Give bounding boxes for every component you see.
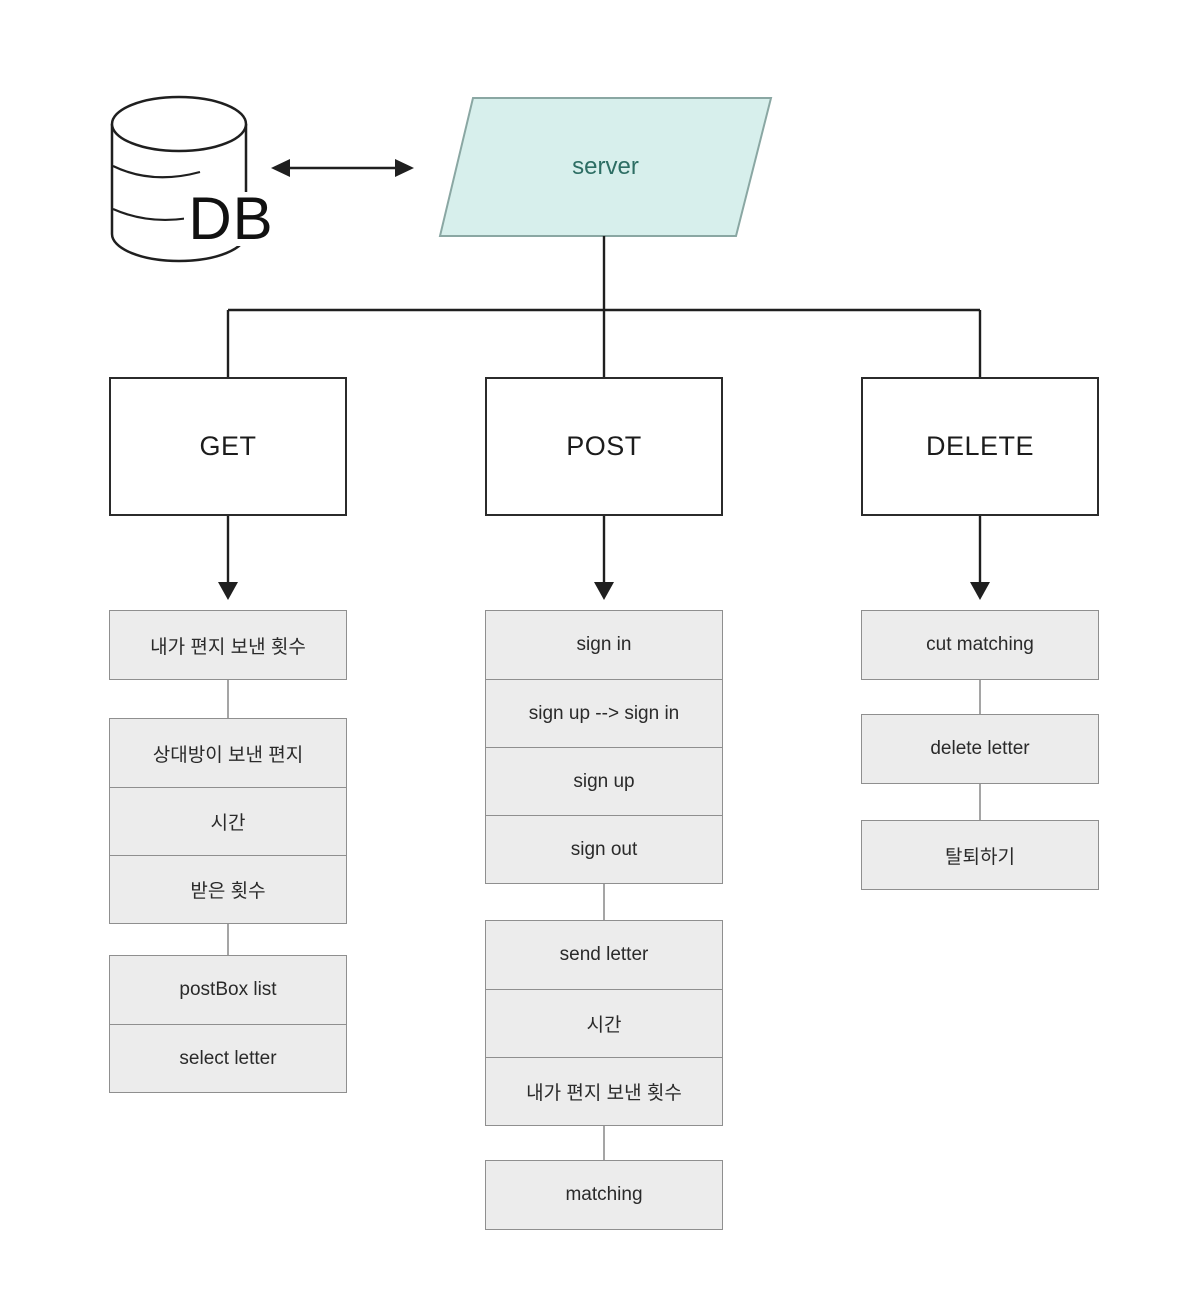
method-label-post: POST (566, 431, 642, 461)
bidirectional-arrow-icon (271, 159, 414, 177)
list-item: delete letter (930, 738, 1030, 759)
get-group-postbox: postBox list select letter (109, 955, 347, 1093)
post-group-auth: sign in sign up --> sign in sign up sign… (485, 610, 723, 884)
list-item: cut matching (926, 634, 1034, 655)
method-box-get: GET (109, 377, 347, 516)
get-group-sent-count: 내가 편지 보낸 횟수 (109, 610, 347, 680)
arrow-down-icon (594, 516, 614, 600)
server-label: server (572, 153, 639, 180)
list-item: sign out (486, 815, 722, 883)
delete-group-withdraw: 탈퇴하기 (861, 820, 1099, 890)
post-group-letter: send letter 시간 내가 편지 보낸 횟수 (485, 920, 723, 1126)
delete-group-delete-letter: delete letter (861, 714, 1099, 784)
list-item: sign up --> sign in (486, 679, 722, 747)
list-item: send letter (559, 944, 649, 965)
list-item: 내가 편지 보낸 횟수 (486, 1057, 722, 1125)
method-label-delete: DELETE (925, 431, 1035, 461)
list-item: 상대방이 보낸 편지 (152, 744, 304, 766)
delete-group-cut-matching: cut matching (861, 610, 1099, 680)
list-connector-lines (227, 678, 981, 1160)
get-group-letters: 상대방이 보낸 편지 시간 받은 횟수 (109, 718, 347, 924)
arrow-down-icon (218, 516, 238, 600)
method-box-post: POST (485, 377, 723, 516)
list-item: sign up (486, 747, 722, 815)
tree-connector-lines (226, 236, 982, 377)
list-item: 시간 (110, 787, 346, 855)
list-item: matching (565, 1184, 643, 1205)
server-shape (438, 97, 773, 237)
list-item: 탈퇴하기 (945, 846, 1015, 868)
list-item: sign in (576, 634, 632, 655)
arrow-down-icon (970, 516, 990, 600)
db-label: DB (184, 189, 278, 249)
method-box-delete: DELETE (861, 377, 1099, 516)
list-item: 내가 편지 보낸 횟수 (150, 636, 306, 658)
list-item: select letter (110, 1024, 346, 1092)
list-item: 시간 (486, 989, 722, 1057)
list-item: 받은 횟수 (110, 855, 346, 923)
post-group-matching: matching (485, 1160, 723, 1230)
list-item: postBox list (179, 979, 277, 1000)
method-label-get: GET (199, 431, 257, 461)
